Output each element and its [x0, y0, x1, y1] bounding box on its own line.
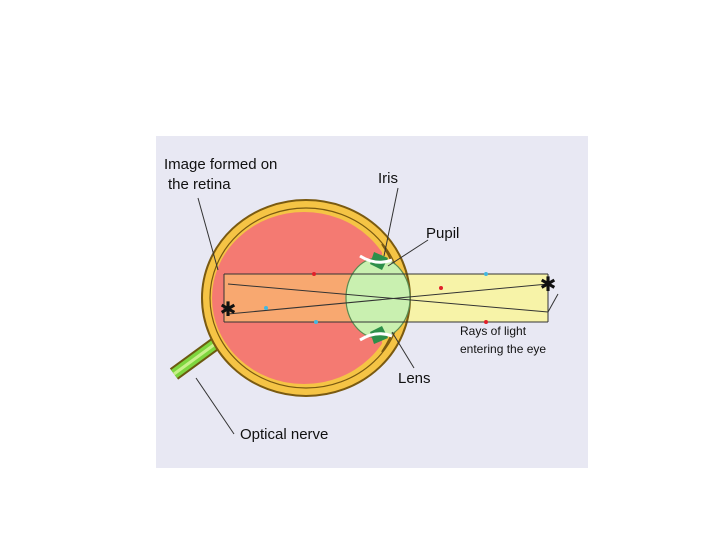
label-optical-nerve: Optical nerve	[240, 426, 328, 443]
object-symbol: ✱	[540, 272, 557, 296]
retinal-image-symbol: ✱	[220, 297, 237, 321]
label-rays-line2: entering the eye	[460, 342, 546, 357]
label-lens: Lens	[398, 370, 431, 387]
label-pupil: Pupil	[426, 225, 459, 242]
label-iris: Iris	[378, 170, 398, 187]
label-image-formed-line2: the retina	[168, 176, 231, 193]
eye-diagram: ✱ ✱ Image formed on the retina Iris Pupi…	[156, 136, 588, 468]
label-image-formed-line1: Image formed on	[164, 156, 277, 173]
label-rays-line1: Rays of light	[460, 324, 526, 339]
light-beam-outside	[388, 274, 548, 322]
